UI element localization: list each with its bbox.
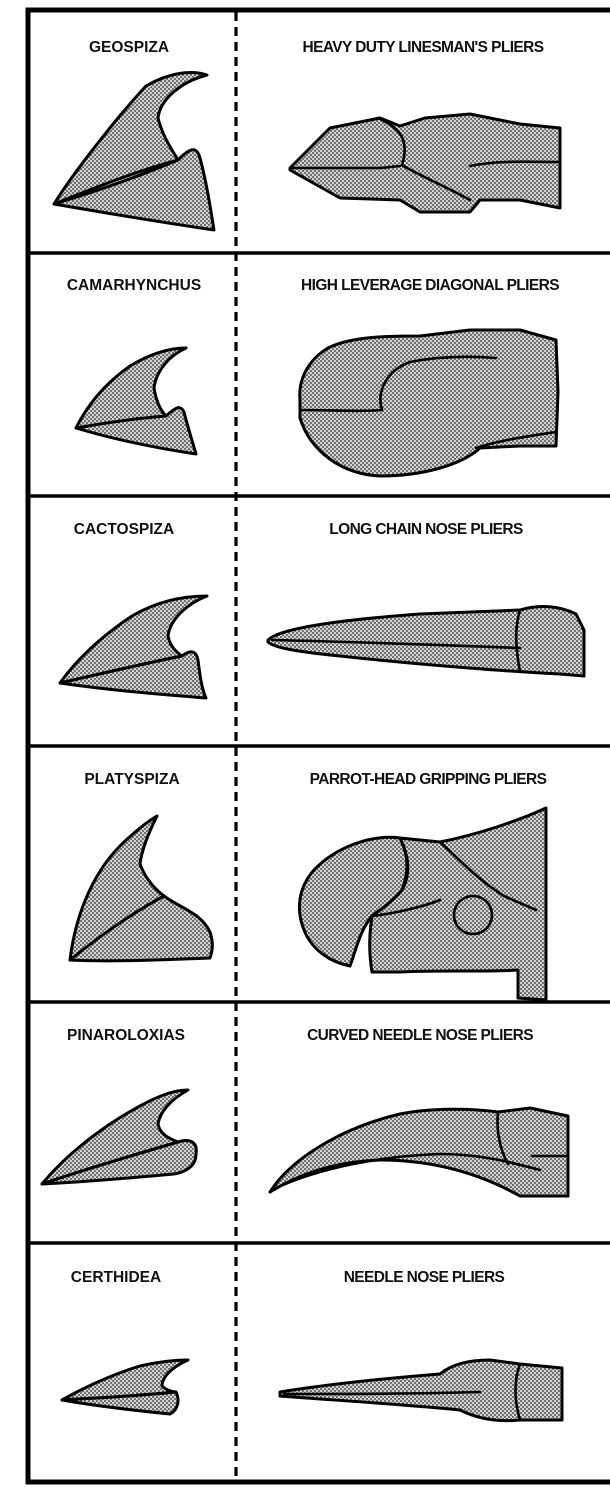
pinaroloxias-beak-illustration	[42, 1090, 196, 1184]
parrot-head-pliers-illustration	[299, 808, 546, 1000]
pliers-label: PARROT-HEAD GRIPPING PLIERS	[310, 771, 547, 788]
pliers-label: CURVED NEEDLE NOSE PLIERS	[307, 1027, 533, 1044]
needle-nose-pliers-illustration	[280, 1360, 562, 1421]
certhidea-beak-illustration	[62, 1360, 188, 1414]
diagonal-pliers-illustration	[300, 330, 558, 476]
row-certhidea: CERTHIDEA NEEDLE NOSE PLIERS	[62, 1269, 562, 1421]
finch-label: PINAROLOXIAS	[67, 1027, 185, 1044]
geospiza-beak-illustration	[54, 73, 214, 230]
pliers-label: HIGH LEVERAGE DIAGONAL PLIERS	[301, 277, 559, 294]
platyspiza-beak-illustration	[70, 816, 212, 961]
finch-label: CERTHIDEA	[71, 1269, 161, 1286]
linesman-pliers-illustration	[290, 114, 560, 212]
finch-label: GEOSPIZA	[89, 39, 169, 56]
row-camarhynchus: CAMARHYNCHUS HIGH LEVERAGE DIAGONAL PLIE…	[67, 277, 559, 476]
finch-label: PLATYSPIZA	[84, 771, 179, 788]
finch-label: CACTOSPIZA	[74, 521, 174, 538]
row-cactospiza: CACTOSPIZA LONG CHAIN NOSE PLIERS	[60, 521, 584, 698]
row-pinaroloxias: PINAROLOXIAS CURVED NEEDLE NOSE PLIERS	[42, 1027, 568, 1196]
pliers-label: NEEDLE NOSE PLIERS	[344, 1269, 505, 1286]
cactospiza-beak-illustration	[60, 596, 207, 698]
pliers-label: LONG CHAIN NOSE PLIERS	[329, 521, 523, 538]
row-platyspiza: PLATYSPIZA PARROT-HEAD GRIPPING PLIERS	[70, 771, 547, 1000]
camarhynchus-beak-illustration	[76, 348, 196, 454]
finch-label: CAMARHYNCHUS	[67, 277, 201, 294]
pliers-label: HEAVY DUTY LINESMAN'S PLIERS	[303, 39, 544, 56]
chain-nose-pliers-illustration	[268, 607, 584, 676]
row-geospiza: GEOSPIZA HEAVY DUTY LINESMAN'S PLIERS	[54, 39, 560, 230]
curved-needle-nose-pliers-illustration	[270, 1108, 568, 1196]
